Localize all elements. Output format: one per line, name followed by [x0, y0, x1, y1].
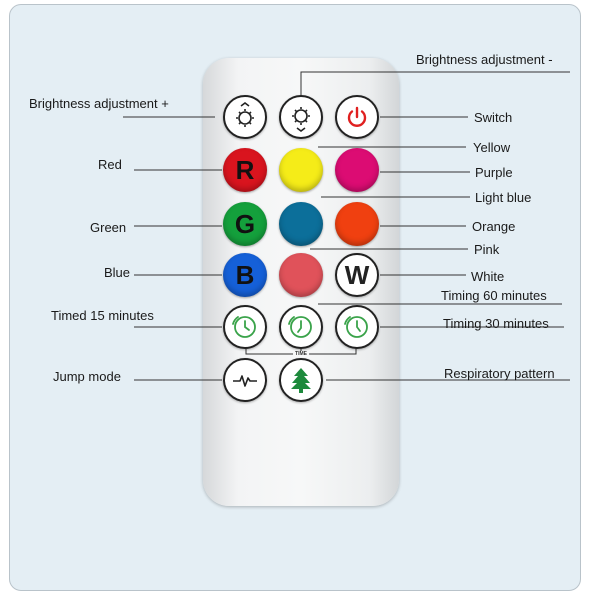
- label-light-blue: Light blue: [475, 190, 532, 205]
- red-button-letter: R: [235, 155, 255, 185]
- sun-arrow-up-icon: [236, 102, 254, 127]
- label-brightness-plus: Brightness adjustment +: [29, 96, 169, 111]
- label-blue: Blue: [104, 265, 131, 280]
- pink-button[interactable]: [279, 253, 323, 297]
- purple-button[interactable]: [335, 148, 379, 192]
- label-respiratory: Respiratory pattern: [444, 366, 555, 381]
- label-jump-mode: Jump mode: [53, 369, 121, 384]
- label-yellow: Yellow: [473, 140, 511, 155]
- label-timed-15: Timed 15 minutes: [51, 308, 154, 323]
- brightness-plus-button[interactable]: [223, 95, 267, 139]
- timer-60-button[interactable]: [279, 305, 323, 349]
- blue-button-letter: B: [235, 260, 255, 290]
- yellow-button[interactable]: [279, 148, 323, 192]
- light-blue-button[interactable]: [279, 202, 323, 246]
- orange-button[interactable]: [335, 202, 379, 246]
- sun-arrow-down-icon: [292, 107, 310, 132]
- timer-30-button[interactable]: [335, 305, 379, 349]
- label-brightness-minus: Brightness adjustment -: [416, 52, 553, 67]
- time-group-tag: TIME: [293, 351, 309, 357]
- label-white: White: [471, 269, 505, 284]
- leader-brightness-minus: [300, 71, 570, 96]
- switch-button[interactable]: [335, 95, 379, 139]
- label-orange: Orange: [472, 219, 516, 234]
- label-timing-60: Timing 60 minutes: [441, 288, 547, 303]
- white-button-letter: W: [344, 260, 370, 290]
- power-icon: [347, 106, 367, 127]
- green-button-letter: G: [234, 209, 256, 239]
- white-button[interactable]: W: [335, 253, 379, 297]
- tree-icon: [291, 368, 311, 393]
- clock-icon: [288, 316, 312, 338]
- label-timing-30: Timing 30 minutes: [443, 316, 549, 331]
- red-button[interactable]: R: [223, 148, 267, 192]
- label-green: Green: [90, 220, 127, 235]
- pulse-wave-icon: [233, 375, 257, 387]
- green-button[interactable]: G: [223, 202, 267, 246]
- blue-button[interactable]: B: [223, 253, 267, 297]
- clock-icon: [344, 316, 368, 338]
- label-red: Red: [98, 157, 122, 172]
- label-pink: Pink: [474, 242, 500, 257]
- timer-15-button[interactable]: [223, 305, 267, 349]
- clock-icon: [232, 316, 256, 338]
- label-purple: Purple: [475, 165, 513, 180]
- label-switch: Switch: [474, 110, 513, 125]
- jump-mode-button[interactable]: [223, 358, 267, 402]
- respiratory-button[interactable]: [279, 358, 323, 402]
- brightness-minus-button[interactable]: [279, 95, 323, 139]
